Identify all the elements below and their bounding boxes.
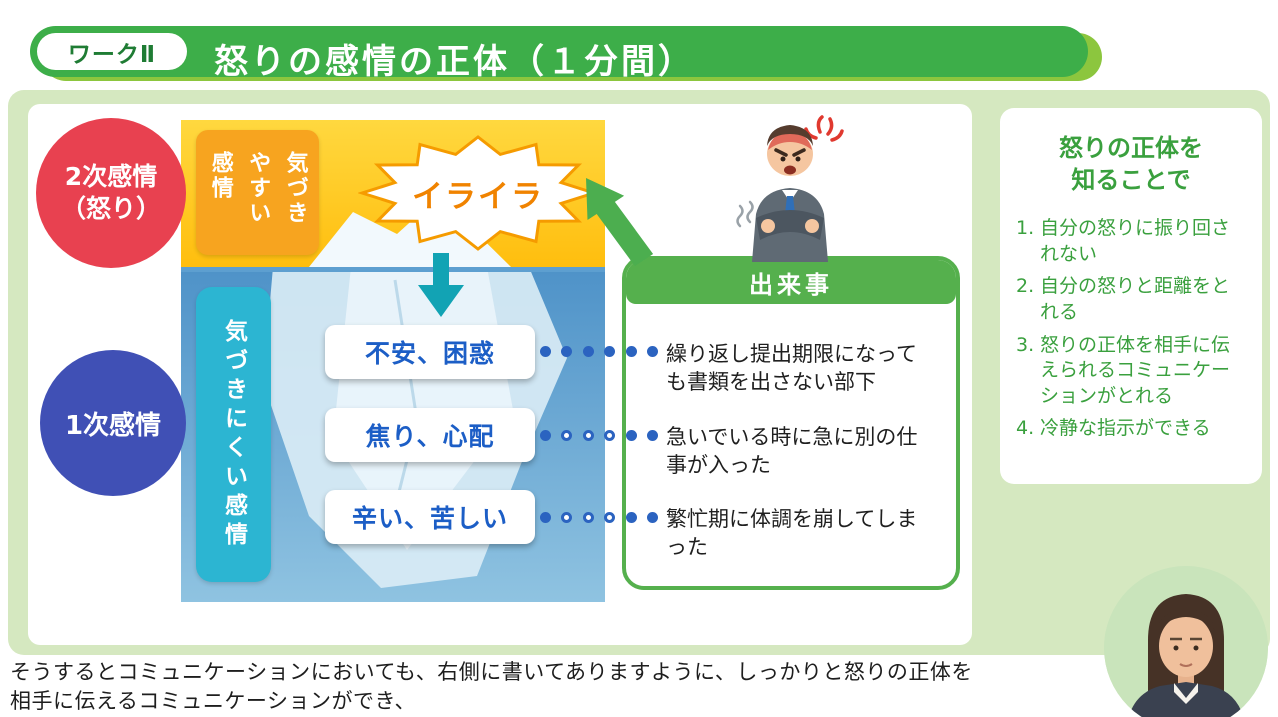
leader-dot <box>582 511 594 523</box>
subtitle-strip: そうするとコミュニケーションにおいても、右側に書いてありますように、しっかりと怒… <box>0 655 1278 717</box>
benefit-text: 自分の怒りに振り回されない <box>1040 217 1231 265</box>
event-item-3: 繁忙期に体調を崩してしまった <box>666 507 918 560</box>
leader-dot <box>540 511 551 523</box>
event-to-anger-arrow-icon <box>586 178 654 267</box>
benefit-number: 4. <box>1016 417 1035 440</box>
benefit-item-4: 4. 冷静な指示ができる <box>1016 416 1248 442</box>
leader-dot <box>646 511 658 523</box>
work-badge: ワークⅡ <box>37 33 187 70</box>
visible-emotion-label: 気づきやすい感情 <box>207 150 308 226</box>
events-title: 出来事 <box>626 260 956 304</box>
subtitle-line-2: 相手に伝えるコミュニケーションができ、 <box>10 689 416 714</box>
leader-dot <box>625 429 637 441</box>
leader-dot <box>604 429 616 441</box>
benefit-item-1: 1. 自分の怒りに振り回されない <box>1016 216 1248 267</box>
leader-dot <box>604 511 616 523</box>
leader-dot <box>604 345 616 357</box>
iceberg-tip <box>309 196 511 267</box>
header-bar <box>30 26 1088 77</box>
leader-dot <box>561 345 573 357</box>
burst-shape <box>358 135 598 251</box>
subtitle-text: そうするとコミュニケーションにおいても、右側に書いてありますように、しっかりと怒… <box>10 658 973 717</box>
angry-businessman-illustration <box>736 115 844 262</box>
event-item-1: 繰り返し提出期限になっても書類を出さない部下 <box>666 342 917 395</box>
benefit-number: 1. <box>1016 217 1035 239</box>
benefit-number: 3. <box>1016 333 1035 356</box>
benefit-text: 自分の怒りと距離をとれる <box>1040 275 1231 323</box>
primary-emotion-label: 1次感情 <box>64 410 162 441</box>
benefits-card: 怒りの正体を 知ることで 1. 自分の怒りに振り回されない 2. 自分の怒りと距… <box>1000 108 1262 484</box>
subtitle-line-1: そうするとコミュニケーションにおいても、右側に書いてありますように、しっかりと怒… <box>10 660 973 684</box>
leader-dots-row1 <box>540 345 658 357</box>
benefit-text: 冷静な指示ができる <box>1040 417 1211 440</box>
benefit-number: 2. <box>1016 275 1035 298</box>
emotion-box-anxiety: 不安、困惑 <box>325 325 535 379</box>
benefit-text: 怒りの正体を相手に伝えられるコミュニケーションがとれる <box>1040 333 1231 407</box>
benefits-list: 1. 自分の怒りに振り回されない 2. 自分の怒りと距離をとれる 3. 怒りの正… <box>1016 216 1248 449</box>
emotion-box-pain: 辛い、苦しい <box>325 490 535 544</box>
presenter-avatar <box>1104 566 1268 717</box>
benefit-item-3: 3. 怒りの正体を相手に伝えられるコミュニケーションがとれる <box>1016 333 1248 410</box>
benefits-title: 怒りの正体を 知ることで <box>1059 134 1203 195</box>
leader-dot <box>625 511 637 523</box>
irritation-label: イライラ <box>412 178 544 215</box>
leader-dot <box>540 429 551 441</box>
secondary-emotion-line2: （怒り） <box>60 194 161 223</box>
primary-emotion-circle: 1次感情 <box>40 350 186 496</box>
event-item-2: 急いでいる時に急に別の仕事が入った <box>666 425 918 478</box>
emotion-box-impatience: 焦り、心配 <box>325 408 535 462</box>
events-panel: 出来事 繰り返し提出期限になっても書類を出さない部下 急いでいる時に急に別の仕事… <box>622 256 960 590</box>
hidden-emotion-label: 気づきにくい感情 <box>220 318 247 551</box>
leader-dot <box>582 345 594 357</box>
visible-emotion-label-box: 気づきやすい感情 <box>196 130 319 255</box>
trembling-lines <box>736 200 754 228</box>
leader-dot <box>561 511 573 523</box>
slide-title: 怒りの感情の正体（１分間） <box>214 42 695 82</box>
leader-dot <box>625 345 637 357</box>
leader-dot <box>540 345 551 357</box>
benefit-item-2: 2. 自分の怒りと距離をとれる <box>1016 274 1248 325</box>
leader-dot <box>582 429 594 441</box>
leader-dot <box>561 429 573 441</box>
hidden-emotion-label-box: 気づきにくい感情 <box>196 287 271 582</box>
down-arrow-icon <box>418 253 464 317</box>
leader-dots-row3 <box>540 511 658 523</box>
leader-dots-row2 <box>540 429 658 441</box>
leader-dot <box>646 345 658 357</box>
waterline <box>181 267 605 272</box>
secondary-emotion-circle: 2次感情 （怒り） <box>36 118 186 268</box>
anger-mark-icon <box>804 115 844 142</box>
presenter-illustration <box>1104 566 1268 717</box>
secondary-emotion-line1: 2次感情 <box>64 161 158 191</box>
leader-dot <box>646 429 658 441</box>
